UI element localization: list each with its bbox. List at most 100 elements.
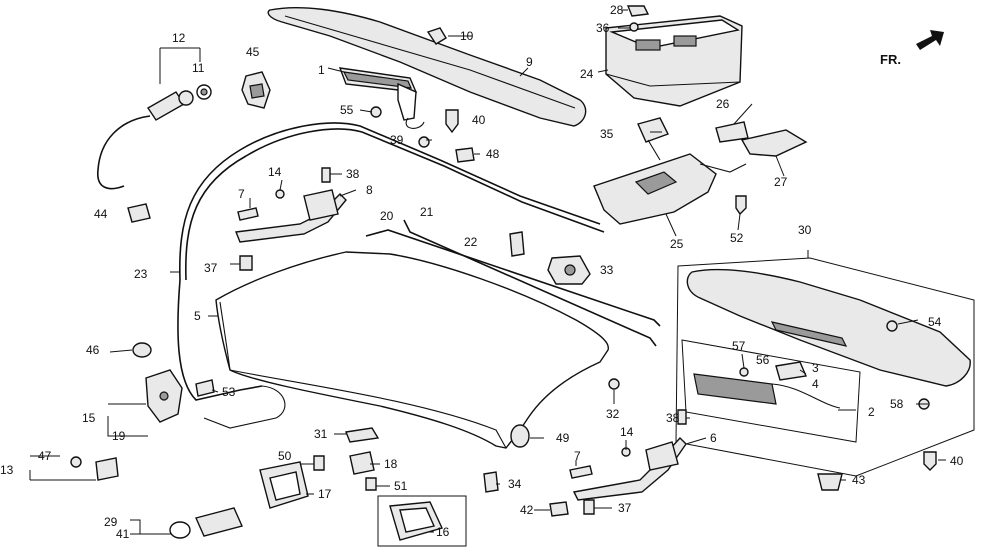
trunk-lid	[215, 251, 610, 449]
callout-38-left: 38	[346, 167, 360, 181]
callout-5: 5	[194, 309, 201, 323]
callout-14-right: 14	[620, 425, 634, 439]
clip-10	[426, 27, 447, 45]
callout-31: 31	[314, 427, 328, 441]
clip-32	[608, 378, 620, 390]
callout-9: 9	[526, 55, 533, 69]
latch-guide-26	[715, 121, 749, 143]
trim-clip-31	[345, 427, 380, 443]
leader-lines	[29, 9, 946, 535]
callout-41: 41	[116, 527, 130, 541]
callout-40-right: 40	[950, 454, 964, 468]
callout-43: 43	[852, 473, 866, 487]
callout-7-right: 7	[574, 449, 581, 463]
latch-striker-35	[637, 117, 669, 161]
screw-55	[370, 106, 382, 118]
bolt-40-right	[923, 451, 937, 471]
bolt-37-left	[239, 255, 253, 271]
clip-46	[132, 342, 152, 358]
trunk-latch-assembly	[593, 153, 747, 225]
bolt-52	[735, 195, 747, 216]
callout-2: 2	[868, 405, 875, 419]
callout-19: 19	[112, 429, 126, 443]
callout-42: 42	[520, 503, 534, 517]
bolt-38-right	[677, 409, 687, 425]
callout-34: 34	[508, 477, 522, 491]
callout-56: 56	[756, 353, 770, 367]
callout-14-left: 14	[268, 165, 282, 179]
trunk-lock-cylinder	[97, 84, 212, 190]
callout-labels: 1 2 3 4 5 6 7 7 8 9 10 11 12 13 14 14 15…	[0, 3, 964, 541]
callout-33: 33	[600, 263, 614, 277]
striker-plate-27	[740, 129, 808, 157]
trunk-opener-cables	[177, 122, 605, 429]
clip-43	[817, 473, 843, 491]
callout-58: 58	[890, 397, 904, 411]
callout-54: 54	[928, 315, 942, 329]
bumper-42	[549, 501, 569, 517]
callout-24: 24	[580, 67, 594, 81]
callout-11: 11	[192, 61, 205, 75]
callout-30: 30	[798, 223, 812, 237]
bolt-51	[365, 477, 377, 491]
high-mount-stop-light	[338, 67, 425, 129]
callout-48: 48	[486, 147, 500, 161]
trunk-lid-trim-cover	[605, 15, 743, 107]
callout-55: 55	[340, 103, 354, 117]
callout-22: 22	[464, 235, 478, 249]
bolt-50	[313, 455, 325, 471]
bumper-22	[509, 231, 525, 257]
callout-51: 51	[394, 479, 408, 493]
callout-23: 23	[134, 267, 148, 281]
callout-44: 44	[94, 207, 108, 221]
callout-16: 16	[436, 525, 450, 539]
callout-1: 1	[318, 63, 325, 77]
latch-guard-16	[377, 495, 467, 547]
callout-20: 20	[380, 209, 394, 223]
callout-12: 12	[172, 31, 186, 45]
front-direction-label: FR.	[880, 52, 901, 67]
switch-13	[70, 456, 119, 481]
callout-40-top: 40	[472, 113, 486, 127]
callout-8: 8	[366, 183, 373, 197]
callout-7-left: 7	[238, 187, 245, 201]
callout-57: 57	[732, 339, 746, 353]
callout-38-right: 38	[666, 411, 680, 425]
callout-26: 26	[716, 97, 730, 111]
callout-25: 25	[670, 237, 684, 251]
callout-53: 53	[222, 385, 236, 399]
high-mount-light-group	[681, 339, 930, 443]
callout-10: 10	[460, 29, 474, 43]
callout-29: 29	[104, 515, 118, 529]
callout-4: 4	[812, 377, 819, 391]
right-hinge-assembly	[569, 436, 687, 501]
callout-45: 45	[246, 45, 260, 59]
key-cylinder-29	[169, 507, 243, 539]
callout-6: 6	[710, 431, 717, 445]
callout-50: 50	[278, 449, 292, 463]
bolt-40-top	[445, 109, 459, 134]
trunk-latch-15	[145, 369, 183, 423]
callout-15: 15	[82, 411, 96, 425]
latch-actuator-33	[547, 255, 591, 285]
callout-21: 21	[420, 205, 434, 219]
callout-37-right: 37	[618, 501, 632, 515]
callout-13: 13	[0, 463, 14, 477]
latch-cover-17	[259, 461, 309, 509]
callout-37-left: 37	[204, 261, 218, 275]
rear-spoiler-assembly	[675, 257, 975, 477]
callout-52: 52	[730, 231, 744, 245]
latch-bracket-18	[349, 451, 375, 475]
bolt-37-right	[583, 499, 595, 515]
callout-49: 49	[556, 431, 570, 445]
bumper-49	[510, 424, 530, 448]
callout-17: 17	[318, 487, 332, 501]
callout-35: 35	[600, 127, 614, 141]
torsion-bars	[365, 219, 661, 347]
clip-48	[455, 147, 475, 163]
callout-28: 28	[610, 3, 624, 17]
clip-44	[127, 203, 151, 223]
callout-39: 39	[390, 133, 404, 147]
left-hinge-assembly	[235, 167, 347, 243]
